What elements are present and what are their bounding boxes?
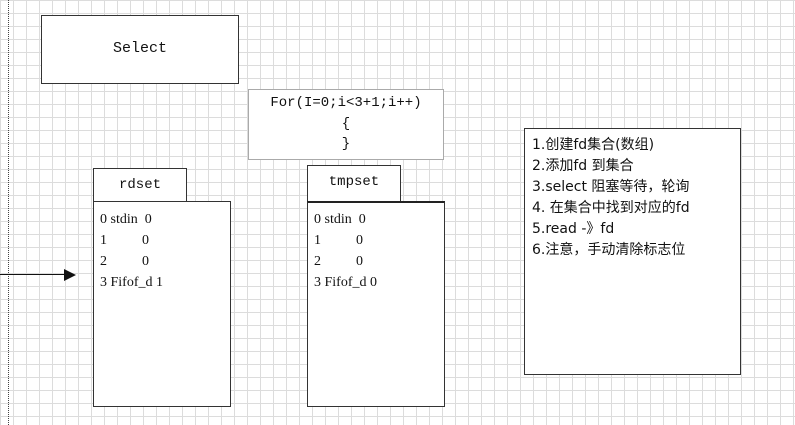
rdset-box: 0 stdin 0 1 0 2 0 3 Fifof_d 1 bbox=[93, 201, 231, 407]
note-line-6: 6.注意，手动清除标志位 bbox=[532, 242, 686, 258]
rdset-row-0: 0 stdin 0 bbox=[100, 212, 152, 227]
notes-box: 1.创建fd集合(数组) 2.添加fd 到集合 3.select 阻塞等待，轮询… bbox=[524, 128, 741, 375]
arrow-line bbox=[0, 274, 64, 275]
rdset-row-1: 1 0 bbox=[100, 233, 149, 248]
arrow-head-icon bbox=[64, 269, 76, 281]
tmpset-row-0: 0 stdin 0 bbox=[314, 212, 366, 227]
note-line-5: 5.read -》fd bbox=[532, 221, 615, 237]
note-line-4: 4. 在集合中找到对应的fd bbox=[532, 200, 690, 216]
note-line-2: 2.添加fd 到集合 bbox=[532, 158, 634, 174]
loop-line-2: { bbox=[341, 116, 351, 132]
rdset-tab: rdset bbox=[93, 168, 187, 202]
tmpset-row-1: 1 0 bbox=[314, 233, 363, 248]
loop-line-1: For(I=0;i<3+1;i++) bbox=[270, 95, 422, 111]
tmpset-box: 0 stdin 0 1 0 2 0 3 Fifof_d 0 bbox=[307, 201, 445, 407]
rdset-row-3: 3 Fifof_d 1 bbox=[100, 275, 163, 290]
loop-box: For(I=0;i<3+1;i++) { } bbox=[248, 89, 444, 160]
note-line-1: 1.创建fd集合(数组) bbox=[532, 137, 655, 153]
select-box-label: Select bbox=[112, 40, 167, 57]
tmpset-row-3: 3 Fifof_d 0 bbox=[314, 275, 377, 290]
dotted-boundary-line bbox=[8, 0, 9, 425]
tmpset-tab: tmpset bbox=[307, 165, 401, 202]
note-line-3: 3.select 阻塞等待，轮询 bbox=[532, 179, 690, 195]
rdset-row-2: 2 0 bbox=[100, 254, 149, 269]
loop-line-3: } bbox=[341, 136, 351, 152]
tmpset-row-2: 2 0 bbox=[314, 254, 363, 269]
select-box: Select bbox=[41, 15, 239, 84]
